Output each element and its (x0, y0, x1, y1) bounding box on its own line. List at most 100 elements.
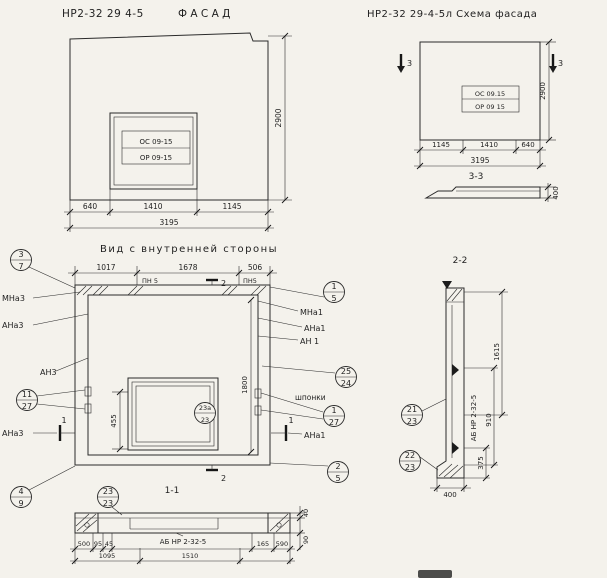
scheme-box-label-top: ОС 09.15 (475, 90, 505, 98)
section-11-bottom-dimensions: 500 95 45 165 590 1095 1510 (70, 533, 295, 565)
label-ana3-bottom: АНа3 (2, 429, 23, 438)
plate-label-pn5-right: ПН5 (243, 277, 257, 285)
inner-top-dimension: 1017 1678 506 (68, 263, 277, 285)
section-11-dim-90: 90 (302, 536, 310, 544)
callout-23-num: 23 (103, 487, 113, 496)
scheme-bottom-dimensions: 1145 1410 640 3195 (414, 140, 546, 170)
facade-dim-3195: 3195 (159, 218, 178, 227)
dim-590: 590 (276, 540, 288, 548)
section-33-profile (424, 186, 541, 199)
facade-bottom-dimensions: 640 1410 1145 3195 (64, 189, 274, 232)
section-11-dim-40: 40 (302, 509, 310, 517)
section-1-markers: 1 1 (58, 416, 294, 441)
dim-1095: 1095 (99, 552, 116, 560)
facade-view: НР2-32 29 4-5 Ф А С А Д ОС 09-15 ОР 09-1… (62, 8, 292, 232)
section-33-dim-400: 400 (552, 186, 560, 199)
section-22-dim-910: 910 (485, 413, 493, 426)
section-22-dimensions: 1615 910 375 400 (430, 288, 508, 499)
label-ana3: АНа3 (2, 321, 23, 330)
inner-dim-506: 506 (248, 263, 263, 272)
scheme-panel-outline (419, 41, 541, 141)
callout-23-den: 23 (103, 499, 113, 508)
section-11-callout: 23 23 (97, 486, 123, 516)
label-ana1: АНа1 (304, 324, 325, 333)
facade-dim-1145: 1145 (222, 202, 241, 211)
facade-dim-2900: 2900 (274, 108, 283, 127)
inner-dim-455: 455 (110, 414, 118, 427)
dim-455: 455 (110, 388, 128, 453)
facade-window: ОС 09-15 ОР 09-15 (109, 112, 198, 190)
section-11-view: 1-1 23 23 АБ НР 2-32-5 (70, 486, 310, 565)
scheme-view: НР2-32 29-4-5л Схема фасада 3 3 ОС 09.15… (367, 9, 563, 202)
section-3-markers: 3 3 (397, 54, 563, 73)
left-callouts: 3 7 МНа3 АНа3 АН3 11 27 АНа3 4 9 (2, 249, 89, 508)
label-mna1: МНа1 (300, 308, 323, 317)
callout-22-num: 22 (405, 451, 415, 460)
dim-1800: 1800 (241, 296, 255, 456)
callout-3-num: 3 (18, 250, 23, 259)
section-22-callouts: 21 23 22 23 (399, 398, 447, 472)
facade-dim-640: 640 (83, 202, 98, 211)
facade-panel-outline (69, 32, 269, 201)
callout-25-den: 24 (341, 379, 351, 388)
scheme-dim-640: 640 (521, 141, 534, 149)
keys-callout-right-den: 27 (329, 418, 339, 427)
section-22-label: 2-2 (453, 256, 468, 266)
section-2-markers: 2 2 (206, 278, 226, 483)
section-1-mark-right: 1 (288, 416, 293, 425)
inner-dim-1678: 1678 (178, 263, 197, 272)
scheme-title: НР2-32 29-4-5л Схема фасада (367, 9, 537, 20)
callout-1-den: 5 (331, 294, 336, 303)
section-22-part-label: АБ НР 2-32-5 (470, 395, 478, 441)
keys-label: шпонки (295, 393, 326, 402)
label-ana1-bottom: АНа1 (304, 431, 325, 440)
keys-callout-left-num: 11 (22, 390, 32, 399)
facade-window-label-top: ОС 09-15 (140, 138, 173, 146)
facade-dim-1410: 1410 (143, 202, 162, 211)
callout-3-den: 7 (18, 262, 23, 271)
inner-dim-1800: 1800 (241, 376, 249, 394)
callout-4-num: 4 (18, 487, 23, 496)
callout-4-den: 9 (18, 499, 23, 508)
window-callout-num: 23а (199, 404, 211, 412)
callout-21-den: 23 (407, 417, 417, 426)
scheme-dim-1145: 1145 (432, 141, 450, 149)
callout-2-num: 2 (335, 462, 340, 471)
section-2-mark-top: 2 (221, 279, 226, 288)
section-3-mark-right: 3 (558, 59, 563, 68)
callout-21-num: 21 (407, 405, 417, 414)
callout-25-num: 25 (341, 367, 351, 376)
section-22-dim-1615: 1615 (493, 343, 501, 361)
callout-2-den: 5 (335, 474, 340, 483)
section-33-view: 3-3 400 (424, 172, 560, 202)
section-22-dim-375: 375 (477, 456, 485, 469)
section-11-label: 1-1 (165, 486, 180, 496)
label-an3: АН3 (40, 368, 57, 377)
label-an1: АН 1 (300, 337, 319, 346)
keys-callout-right-num: 1 (331, 406, 336, 415)
section-1-mark-left: 1 (61, 416, 66, 425)
scheme-dim-2900: 2900 (539, 82, 547, 100)
scheme-dim-1410: 1410 (480, 141, 498, 149)
section-11-right-dimensions: 40 90 (290, 506, 310, 552)
keys-callout-left-den: 27 (22, 402, 32, 411)
inner-view: Вид с внутренней стороны 1017 1678 506 (2, 244, 357, 508)
section-22-dim-400: 400 (443, 491, 456, 499)
right-callouts: 1 5 МНа1 АНа1 АН 1 25 24 шпонки 1 27 АНа… (257, 281, 357, 483)
dim-1510: 1510 (182, 552, 199, 560)
window-callout-den: 23 (201, 416, 209, 424)
dim-45: 45 (105, 540, 113, 548)
scheme-box-label-bottom: ОР 09 15 (475, 103, 505, 111)
dim-165: 165 (257, 540, 269, 548)
callout-22-den: 23 (405, 463, 415, 472)
inner-panel (74, 284, 271, 466)
facade-title-number: НР2-32 29 4-5 (62, 8, 144, 20)
section-11-part-label: АБ НР 2-32-5 (160, 538, 206, 546)
scan-artifact (418, 570, 452, 578)
section-3-mark-left: 3 (407, 59, 412, 68)
facade-window-label-bottom: ОР 09-15 (140, 154, 172, 162)
label-mna3: МНа3 (2, 294, 25, 303)
facade-height-dimension: 2900 (268, 32, 292, 204)
